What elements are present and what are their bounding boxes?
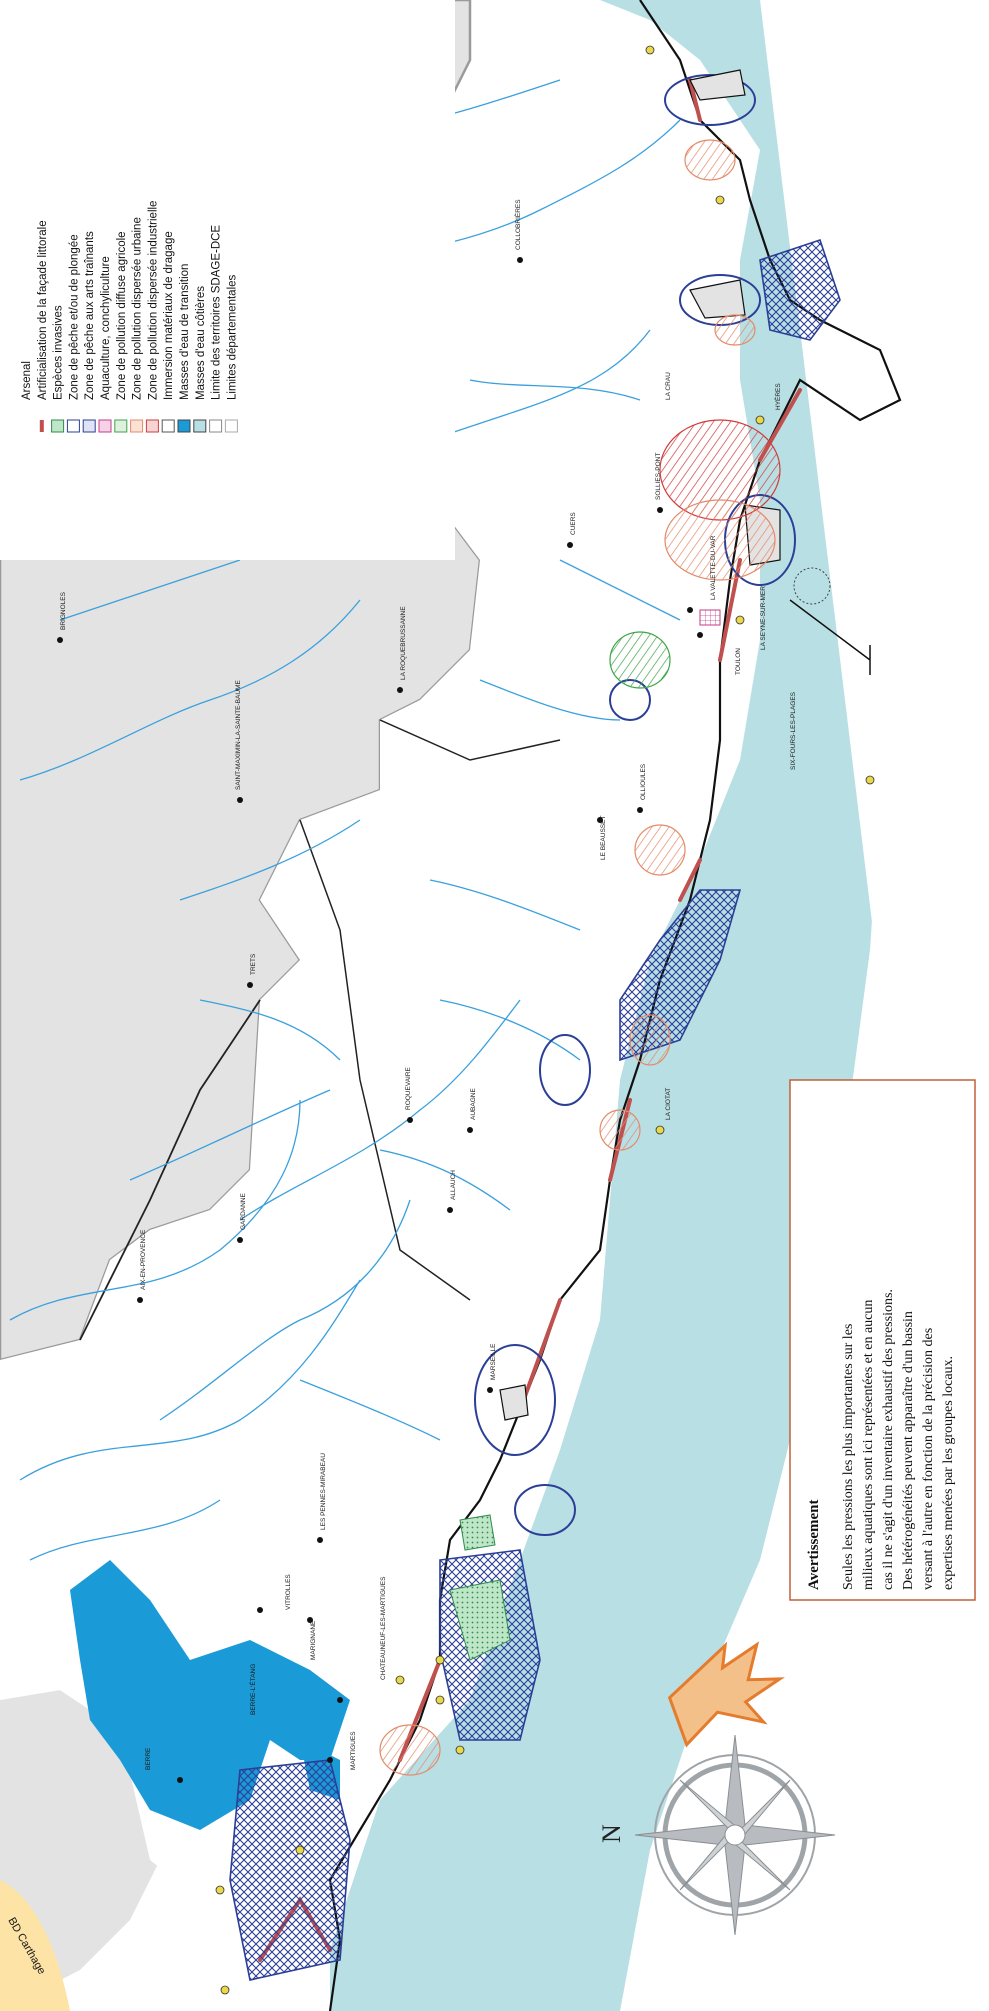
warning-line: Des hétérogénéités peuvent apparaître d'…: [901, 1311, 916, 1590]
warning-line: expertises menées par les groupes locaux…: [941, 1356, 956, 1590]
warning-line: milieux aquatiques sont ici représentées…: [861, 1300, 876, 1590]
town-brignoles: BRIGNOLES: [60, 591, 67, 630]
legend-label: Zone de pollution diffuse agricole: [116, 231, 128, 400]
legend-item: Limite des territoires SDAGE-DCE: [209, 225, 223, 433]
town-berre: BERRE: [145, 1747, 152, 1770]
north-label: N: [597, 1824, 626, 1843]
berre-lagoon: [70, 1560, 350, 1830]
town-hyeres: HYÈRES: [773, 383, 782, 410]
town-marignane: MARIGNANE: [310, 1620, 317, 1660]
town-cuers: CUERS: [570, 512, 577, 535]
town-roquevaire: ROQUEVAIRE: [405, 1066, 412, 1110]
basin-territory: [0, 240, 700, 1900]
legend-label: Immersion matériaux de dragage: [163, 231, 175, 400]
warning-title: Avertissement: [806, 1499, 822, 1590]
legend-label: Limites départementales: [226, 274, 238, 400]
pink-grid-swatch: [98, 419, 112, 433]
arrow-mark-icon: [667, 1641, 785, 1748]
legend-item: Zone de pollution dispersée industrielle: [145, 201, 159, 433]
town-berre-letang: BERRE-L'ÉTANG: [248, 1664, 257, 1715]
legend-label: Zone de pollution dispersée urbaine: [132, 217, 144, 400]
invasive-zones: [449, 1514, 511, 1661]
grey-box-swatch: [209, 419, 223, 433]
red-line-swatch: [39, 420, 44, 432]
red-hatch-swatch: [145, 419, 159, 433]
credit-corner: [0, 1880, 70, 2011]
legend-label: Espèces invasives: [53, 305, 65, 400]
dredging-zone: [793, 567, 831, 605]
town-marseille: MARSEILLE: [490, 1343, 497, 1380]
dots-dashed-swatch: [161, 419, 175, 433]
legend-label: Masses d'eau de transition: [179, 264, 191, 400]
legend-label: Arsenal: [21, 361, 33, 400]
town-gardanne: GARDANNE: [240, 1192, 247, 1230]
thin-box-swatch: [224, 419, 238, 433]
legend-items: Arsenal Artificialisation de la façade li…: [21, 201, 238, 433]
legend-item: Artificialisation de la façade littorale: [37, 220, 49, 432]
town-chateauneuf: CHATEAUNEUF-LES-MARTIGUES: [380, 1576, 387, 1680]
legend-item: Masses d'eau côtières: [193, 286, 207, 433]
blue-outline-swatch: [66, 419, 80, 433]
legend-label: Zone de pollution dispersée industrielle: [147, 201, 159, 400]
green-hatch-swatch: [114, 419, 128, 433]
town-martigues: MARTIGUES: [350, 1731, 357, 1770]
monitoring-points: [215, 45, 875, 1995]
warning-line: versant à l'autre en fonction de la préc…: [921, 1328, 936, 1590]
legend-item: Zone de pollution diffuse agricole: [114, 231, 128, 433]
legend-label: Aquaculture, conchyliculture: [100, 256, 112, 400]
legend-item: Zone de pêche aux arts traînants: [82, 231, 96, 433]
town-aix: AIX-EN-PROVENCE: [140, 1229, 147, 1290]
warning-line: cas il ne s'agit d'un inventaire exhaust…: [881, 1289, 896, 1590]
legend-item: Espèces invasives: [51, 305, 65, 433]
warning-line: Seules les pressions les plus importante…: [841, 1324, 856, 1590]
town-collobrieres: COLLOBRIÈRES: [513, 199, 522, 250]
town-toulon: TOULON: [735, 648, 742, 675]
legend-label: Zone de pêche aux arts traînants: [84, 231, 96, 400]
blue-fill-swatch: [177, 419, 191, 433]
legend-item: Zone de pollution dispersée urbaine: [130, 217, 144, 433]
town-la-ciotat: LA CIOTAT: [665, 1088, 672, 1120]
legend-label: Limite des territoires SDAGE-DCE: [211, 225, 223, 400]
legend-item: Immersion matériaux de dragage: [161, 231, 175, 433]
town-la-seyne: LA SEYNE-SUR-MER: [760, 586, 767, 650]
town-six-fours: SIX-FOURS-LES-PLAGES: [790, 691, 797, 770]
legend-item: Limites départementales: [224, 274, 238, 433]
town-la-roquebrussanne: LA ROQUEBRUSSANNE: [400, 606, 407, 680]
town-aubagne: AUBAGNE: [470, 1088, 477, 1120]
warning-box: [789, 1079, 976, 1601]
legend-item: Aquaculture, conchyliculture: [98, 256, 112, 433]
town-la-valette: LA VALETTE-DU-VAR: [710, 535, 717, 600]
town-ollioules: OLLIOULES: [640, 763, 647, 800]
legend-item: Zone de pêche et/ou de plongée: [66, 234, 80, 433]
arsenal-markers: [789, 599, 871, 675]
orange-hatch-swatch: [130, 419, 144, 433]
legend-label: Masses d'eau côtières: [195, 286, 207, 400]
compass-rose-icon: [634, 1734, 836, 1936]
town-vitrolles: VITROLLES: [285, 1574, 292, 1610]
blue-crosshatch-swatch: [82, 419, 96, 433]
town-sollies-pont: SOLLIES-PONT: [655, 453, 662, 500]
town-saint-maximin: SAINT-MAXIMIN-LA-SAINTE-BAUME: [235, 680, 242, 790]
town-la-crau: LA CRAU: [665, 372, 672, 400]
green-dotted-swatch: [51, 419, 65, 433]
town-le-beausset: LE BEAUSSET: [600, 816, 607, 860]
pollution-zones: [379, 139, 781, 1776]
legend-item: Arsenal: [21, 361, 33, 400]
town-pennes-mirabeau: LES PENNES-MIRABEAU: [320, 1453, 327, 1530]
town-allauch: ALLAUCH: [450, 1170, 457, 1200]
light-blue-fill-swatch: [193, 419, 207, 433]
legend-background: [0, 0, 455, 560]
legend-label: Artificialisation de la façade littorale: [37, 220, 49, 400]
legend-label: Zone de pêche et/ou de plongée: [68, 234, 80, 400]
aquaculture-zone: [699, 609, 721, 626]
legend-item: Masses d'eau de transition: [177, 264, 191, 433]
town-trets: TRETS: [250, 953, 257, 975]
